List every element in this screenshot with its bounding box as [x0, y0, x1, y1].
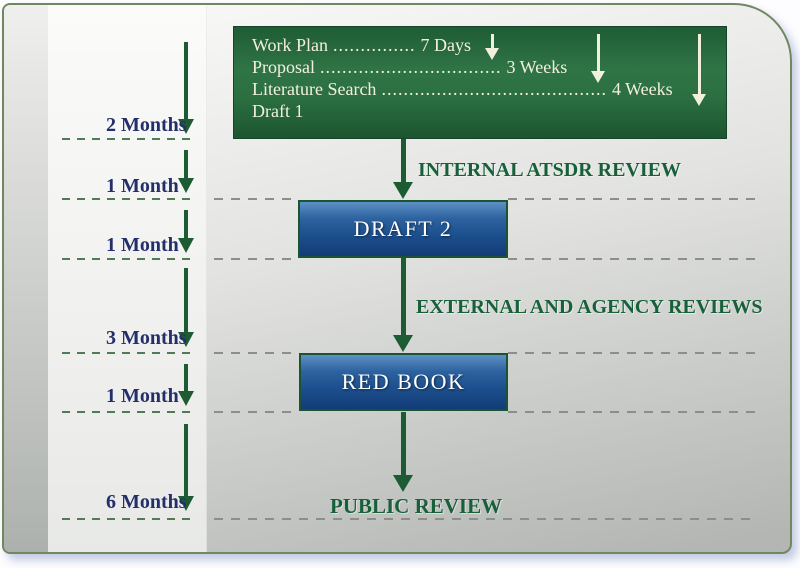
dashed-separator	[508, 198, 755, 200]
down-arrow-icon	[393, 139, 413, 199]
timeline-label-2-months: 2 Months	[106, 114, 187, 136]
work-plan-box: Work Plan...............7 Days Proposal.…	[233, 26, 727, 139]
plan-item-name: Draft 1	[252, 101, 304, 121]
arrow-head	[178, 391, 194, 406]
draft-2-label: DRAFT 2	[353, 216, 453, 241]
plan-item-name: Literature Search	[252, 79, 377, 99]
arrow-head	[393, 475, 413, 492]
plan-line-work-plan: Work Plan...............7 Days	[252, 34, 726, 56]
red-book-label: RED BOOK	[341, 369, 466, 394]
down-arrow-icon	[178, 364, 194, 406]
dashed-separator	[214, 258, 298, 260]
arrow-head	[178, 496, 194, 511]
arrow-head	[178, 119, 194, 134]
left-gray-strip	[4, 5, 48, 552]
dashed-separator	[508, 411, 755, 413]
arrow-shaft	[184, 210, 188, 238]
plan-item-duration: 4 Weeks	[611, 79, 673, 99]
plan-item-name: Proposal	[252, 57, 315, 77]
plan-item-name: Work Plan	[252, 35, 329, 55]
down-arrow-icon	[178, 42, 194, 134]
timeline-label-1-month: 1 Month	[106, 234, 179, 256]
dashed-separator	[62, 138, 197, 140]
dashed-separator	[508, 352, 755, 354]
down-arrow-icon	[692, 34, 706, 106]
dashed-separator	[214, 411, 299, 413]
dashed-separator	[62, 352, 197, 354]
arrow-head	[485, 48, 499, 60]
arrow-head	[178, 332, 194, 347]
down-arrow-icon	[393, 258, 413, 352]
plan-line-literature-search: Literature Search.......................…	[252, 78, 726, 100]
arrow-head	[178, 178, 194, 193]
dot-leader: .................................	[320, 57, 502, 77]
arrow-shaft	[184, 42, 188, 119]
dot-leader: ........................................…	[381, 79, 607, 99]
timeline-label-3-months: 3 Months	[106, 327, 187, 349]
timeline-label-1-month: 1 Month	[106, 175, 179, 197]
dashed-separator	[508, 258, 755, 260]
arrow-shaft	[400, 139, 406, 182]
arrow-head	[692, 94, 706, 106]
dot-leader: ...............	[333, 35, 416, 55]
down-arrow-icon	[393, 412, 413, 492]
timeline-label-1-month: 1 Month	[106, 385, 179, 407]
arrow-shaft	[184, 268, 188, 332]
arrow-head	[393, 182, 413, 199]
dashed-separator	[62, 518, 197, 520]
down-arrow-icon	[178, 210, 194, 253]
down-arrow-icon	[485, 34, 499, 60]
diagram-page: 2 Months 1 Month 1 Month 3 Months 1 Mont…	[2, 3, 792, 554]
dashed-separator	[214, 352, 299, 354]
draft-2-box: DRAFT 2	[298, 200, 508, 258]
arrow-head	[178, 238, 194, 253]
arrow-head	[591, 71, 605, 83]
red-book-box: RED BOOK	[299, 353, 508, 411]
plan-line-draft-1: Draft 1	[252, 100, 726, 122]
dashed-separator	[214, 518, 755, 520]
arrow-shaft	[184, 150, 188, 178]
arrow-shaft	[697, 34, 701, 94]
arrow-shaft	[400, 258, 406, 335]
plan-line-proposal: Proposal................................…	[252, 56, 726, 78]
timeline-column: 2 Months 1 Month 1 Month 3 Months 1 Mont…	[48, 5, 207, 552]
timeline-label-6-months: 6 Months	[106, 491, 187, 513]
external-agency-reviews-label: EXTERNAL AND AGENCY REVIEWS	[416, 296, 763, 318]
down-arrow-icon	[178, 424, 194, 511]
plan-item-duration: 3 Weeks	[506, 57, 568, 77]
plan-item-duration: 7 Days	[420, 35, 472, 55]
down-arrow-icon	[178, 150, 194, 193]
internal-atsdr-review-label: INTERNAL ATSDR REVIEW	[418, 159, 682, 181]
dashed-separator	[62, 411, 197, 413]
arrow-shaft	[490, 34, 494, 48]
arrow-head	[393, 335, 413, 352]
arrow-shaft	[184, 424, 188, 496]
dashed-separator	[62, 198, 197, 200]
arrow-shaft	[596, 34, 600, 71]
public-review-label: PUBLIC REVIEW	[330, 494, 503, 518]
arrow-shaft	[400, 412, 406, 475]
dashed-separator	[62, 258, 197, 260]
down-arrow-icon	[178, 268, 194, 347]
dashed-separator	[214, 198, 298, 200]
arrow-shaft	[184, 364, 188, 391]
down-arrow-icon	[591, 34, 605, 83]
